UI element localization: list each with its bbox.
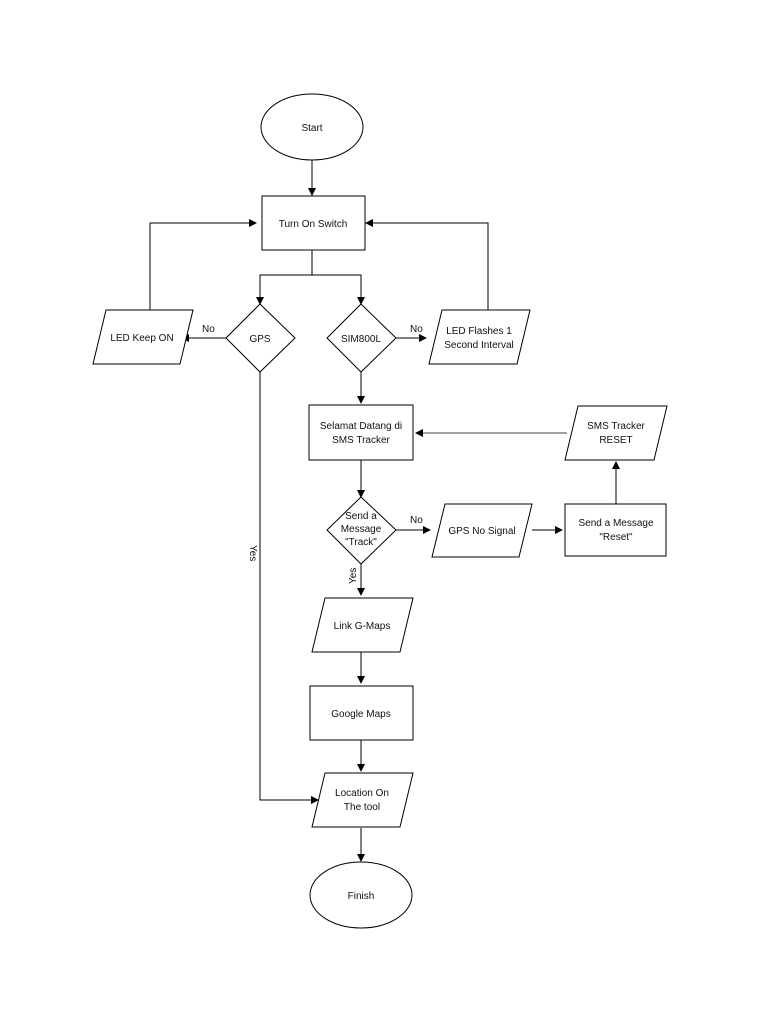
start-ellipse — [260, 93, 364, 161]
node-sms-tracker-reset: SMS Tracker RESET — [564, 405, 668, 461]
finish-ellipse — [309, 861, 413, 929]
sim800l-label: SIM800L — [341, 334, 381, 345]
led-flashes-label-line1: LED Flashes 1 — [446, 326, 512, 337]
start-label: Start — [301, 123, 322, 134]
node-sim800l: SIM800L — [326, 303, 397, 373]
edge-label-gps-no: No — [202, 324, 215, 335]
edge-label-track-no: No — [410, 515, 423, 526]
edge-switch-to-sim — [312, 274, 365, 305]
send-message-track-label-line2: Message — [341, 524, 382, 535]
send-message-track-label-line1: Send a — [345, 511, 377, 522]
selamat-datang-label-line1: Selamat Datang di — [320, 421, 402, 432]
edge-switch-to-gps — [256, 250, 313, 305]
node-selamat-datang: Selamat Datang di SMS Tracker — [308, 404, 414, 461]
sms-tracker-reset-label-line1: SMS Tracker — [587, 421, 645, 432]
send-message-reset-box — [564, 503, 667, 557]
link-gmaps-label: Link G-Maps — [334, 621, 391, 632]
gps-no-signal-label: GPS No Signal — [448, 526, 515, 537]
node-finish: Finish — [309, 861, 413, 929]
node-gps-no-signal: GPS No Signal — [431, 503, 533, 558]
edge-flash-to-switch — [365, 219, 489, 310]
finish-label: Finish — [348, 891, 375, 902]
node-gps: GPS — [225, 303, 296, 373]
send-message-track-label-line3: "Track" — [345, 537, 377, 548]
led-flashes-shape — [428, 309, 531, 365]
location-on-tool-shape — [311, 772, 414, 828]
edges — [149, 160, 620, 862]
edge-gps-yes-to-location — [259, 372, 319, 804]
turn-on-switch-box — [261, 195, 366, 251]
node-send-message-track: Send a Message "Track" — [326, 496, 397, 565]
led-flashes-label-line2: Second Interval — [444, 340, 514, 351]
send-message-reset-label-line2: "Reset" — [599, 532, 633, 543]
send-message-reset-label-line1: Send a Message — [578, 518, 653, 529]
selamat-datang-label-line2: SMS Tracker — [332, 435, 390, 446]
location-on-tool-label-line2: The tool — [344, 802, 380, 813]
sms-tracker-reset-shape — [564, 405, 668, 461]
led-keep-on-label: LED Keep ON — [110, 333, 173, 344]
sim800l-diamond — [326, 303, 397, 373]
gps-no-signal-shape — [431, 503, 533, 558]
node-start: Start — [260, 93, 364, 161]
edge-label-track-yes: Yes — [348, 568, 359, 584]
edge-led-to-switch — [149, 219, 257, 310]
sms-tracker-reset-label-line2: RESET — [599, 435, 632, 446]
link-gmaps-shape — [311, 597, 414, 653]
gps-label: GPS — [249, 334, 270, 345]
selamat-datang-box — [308, 404, 414, 461]
node-send-message-reset: Send a Message "Reset" — [564, 503, 667, 557]
node-link-gmaps: Link G-Maps — [311, 597, 414, 653]
google-maps-box — [309, 685, 414, 741]
node-led-keep-on: LED Keep ON — [92, 309, 194, 365]
google-maps-label: Google Maps — [331, 709, 390, 720]
edge-label-sim-no: No — [410, 324, 423, 335]
send-message-track-diamond — [326, 496, 397, 565]
location-on-tool-label-line1: Location On — [335, 788, 389, 799]
edge-label-gps-yes: Yes — [247, 545, 258, 561]
gps-diamond — [225, 303, 296, 373]
led-keep-on-shape — [92, 309, 194, 365]
node-turn-on-switch: Turn On Switch — [261, 195, 366, 251]
node-google-maps: Google Maps — [309, 685, 414, 741]
turn-on-switch-label: Turn On Switch — [279, 219, 348, 230]
node-location-on-tool: Location On The tool — [311, 772, 414, 828]
node-led-flashes: LED Flashes 1 Second Interval — [428, 309, 531, 365]
